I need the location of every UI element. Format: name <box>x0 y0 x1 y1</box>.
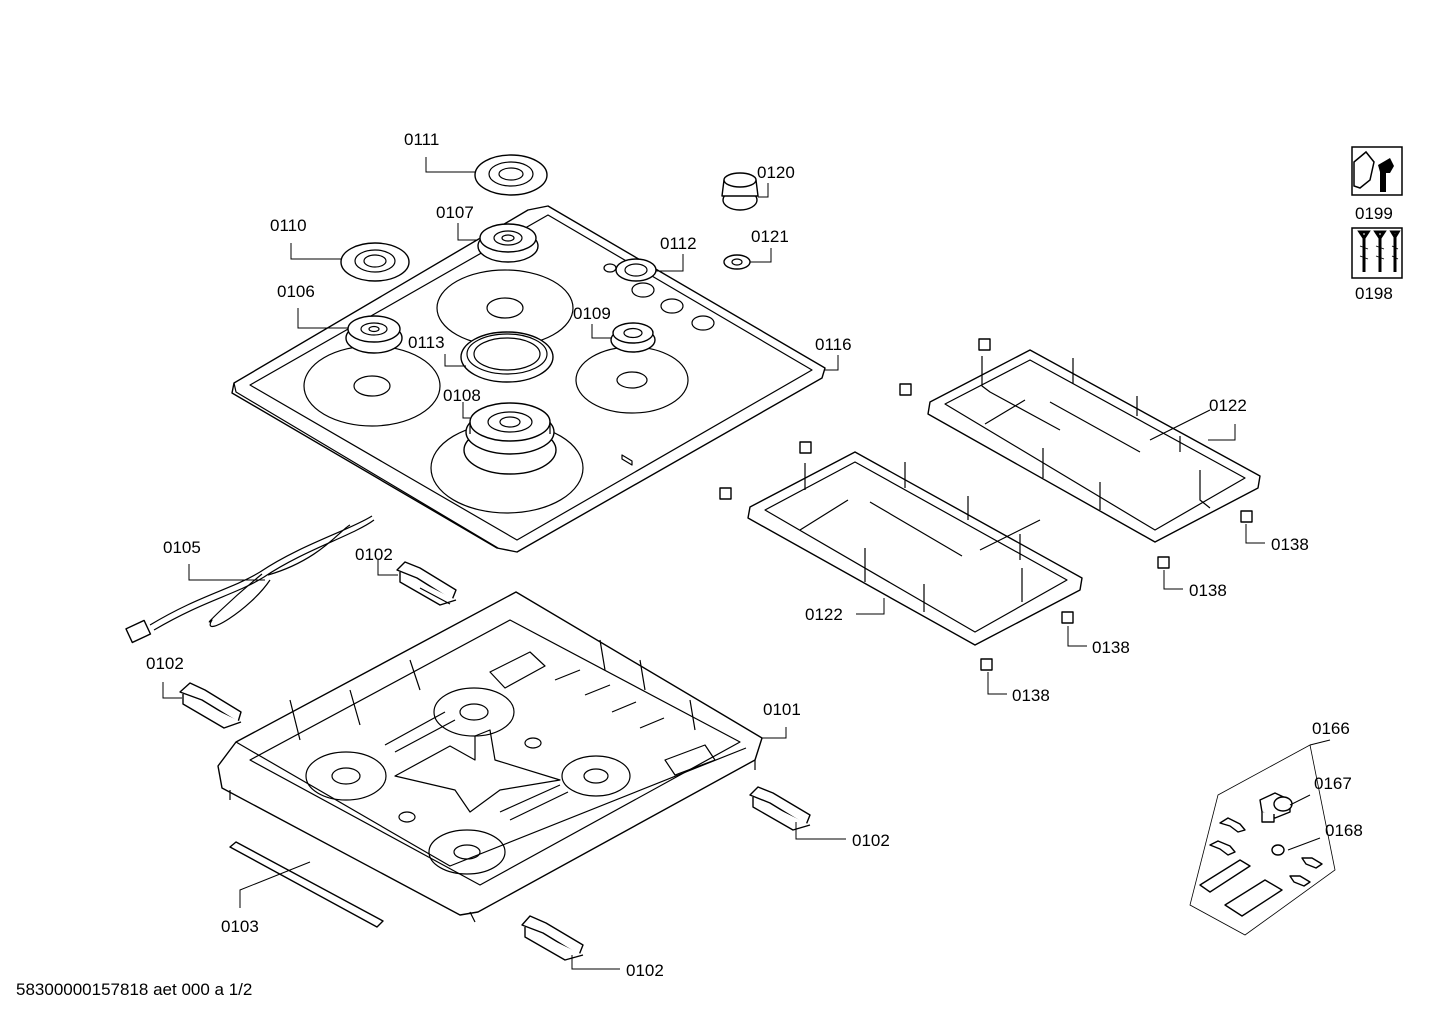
callout-0116: 0116 <box>815 335 852 354</box>
callout-0102-a: 0102 <box>355 545 393 564</box>
callout-0166: 0166 <box>1312 719 1350 738</box>
base-tray-0101 <box>217 591 763 923</box>
callout-0198: 0198 <box>1355 284 1393 303</box>
knob-clip-0121 <box>723 254 751 270</box>
callout-0121: 0121 <box>751 227 789 246</box>
mounting-bracket-0102-c <box>749 786 811 831</box>
mounting-bracket-0102-d <box>521 915 584 961</box>
callout-0122-left: 0122 <box>805 605 843 624</box>
callout-0108: 0108 <box>443 386 481 405</box>
trim-ring-0110 <box>340 242 410 282</box>
callout-0112: 0112 <box>660 234 697 253</box>
knob-ring-0112 <box>615 258 657 282</box>
conversion-kit-0166 <box>1189 744 1336 936</box>
burner-0107 <box>477 223 539 263</box>
callout-0105: 0105 <box>163 538 201 557</box>
callout-0110: 0110 <box>270 216 307 235</box>
control-knob-0120 <box>721 172 759 211</box>
callout-0111: 0111 <box>404 130 439 149</box>
mounting-bracket-0102-b <box>179 682 242 729</box>
screws-icon <box>1351 227 1403 279</box>
sealing-strip-0103 <box>229 841 384 928</box>
callout-0138-b: 0138 <box>1189 581 1227 600</box>
callout-0101: 0101 <box>763 700 801 719</box>
drawing-number-footer: 58300000157818 aet 000 a 1/2 <box>16 980 253 999</box>
callout-0138-d: 0138 <box>1012 686 1050 705</box>
power-cable-0105 <box>125 515 375 644</box>
callout-0107: 0107 <box>436 203 474 222</box>
burner-0109 <box>610 322 656 353</box>
callout-0109: 0109 <box>573 304 611 323</box>
burner-0108 <box>463 402 557 475</box>
callout-0102-c: 0102 <box>852 831 890 850</box>
callout-labels: 0111 0120 0110 0107 0112 0121 0106 0109 … <box>146 130 1393 980</box>
callout-0120: 0120 <box>757 163 795 182</box>
callout-0103: 0103 <box>221 917 259 936</box>
pan-support-right-0122 <box>927 349 1261 543</box>
rubber-feet-0138 <box>719 338 1253 671</box>
trim-ring-0111 <box>474 154 548 196</box>
callout-0106: 0106 <box>277 282 315 301</box>
pan-support-left-0122 <box>747 451 1083 646</box>
callout-0102-d: 0102 <box>626 961 664 980</box>
callout-0113: 0113 <box>408 333 445 352</box>
leader-lines <box>162 157 1331 970</box>
callout-0168: 0168 <box>1325 821 1363 840</box>
mounting-bracket-0102-a <box>396 561 457 606</box>
wrench-nut-icon <box>1351 146 1403 196</box>
burner-0106 <box>345 315 403 354</box>
callout-0138-a: 0138 <box>1271 535 1309 554</box>
callout-0167: 0167 <box>1314 774 1352 793</box>
callout-0122-right: 0122 <box>1209 396 1247 415</box>
callout-0138-c: 0138 <box>1092 638 1130 657</box>
trim-ring-0113 <box>460 331 554 383</box>
callout-0199: 0199 <box>1355 204 1393 223</box>
callout-0102-b: 0102 <box>146 654 184 673</box>
